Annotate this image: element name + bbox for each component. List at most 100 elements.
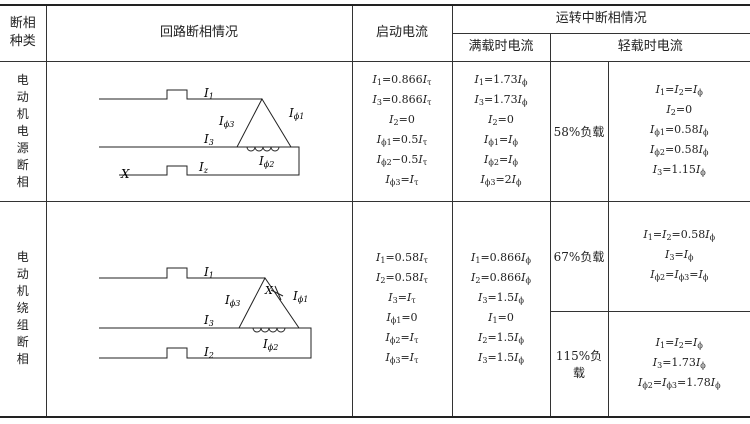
label-i3: I3 bbox=[203, 132, 214, 147]
formula-text: =0.58 bbox=[664, 123, 699, 136]
formula-text: =0.58 bbox=[385, 250, 420, 264]
label-iph1: Iϕ1 bbox=[288, 106, 304, 121]
formula-variable: I bbox=[695, 355, 701, 369]
label-i3-w: I3 bbox=[203, 313, 214, 328]
formula-subscript: 3 bbox=[478, 98, 484, 107]
formula-subscript: ϕ1 bbox=[390, 315, 402, 325]
formula-variable: I bbox=[418, 153, 423, 166]
label-i1-w: I1 bbox=[203, 265, 214, 280]
formula-variable: I bbox=[637, 375, 643, 389]
formula-variable: I bbox=[705, 228, 710, 241]
formula-variable: I bbox=[478, 290, 483, 304]
formula-subscript: 1 bbox=[380, 255, 386, 265]
formula-text: = bbox=[665, 83, 675, 96]
formula-text: =0.58 bbox=[664, 143, 699, 156]
formula-subscript: ϕ1 bbox=[654, 128, 665, 137]
circuit-diagram-supply-loss: I1 I3 Iz X Iϕ3 Iϕ1 Iϕ2 bbox=[99, 86, 304, 181]
formula-subscript: ϕ bbox=[702, 273, 709, 282]
formula-variable: I bbox=[422, 93, 428, 106]
formula-text: =1.5 bbox=[487, 330, 515, 344]
formula-text: = bbox=[498, 133, 509, 146]
formula-variable: I bbox=[508, 153, 513, 166]
formula-variable: I bbox=[511, 173, 517, 186]
formula-variable: I bbox=[488, 113, 493, 126]
type-supply-text: 电动机电源断相 bbox=[16, 72, 29, 189]
formula-subscript: ϕ bbox=[518, 355, 524, 365]
formula-variable: I bbox=[695, 163, 701, 176]
formula-line: Iϕ1=Iϕ bbox=[453, 131, 550, 151]
formula-subscript: ϕ3 bbox=[666, 380, 677, 390]
header-circuit: 回路断相情况 bbox=[45, 4, 353, 62]
formula-line: I3=1.5Iϕ bbox=[453, 289, 550, 309]
formula-subscript: ϕ3 bbox=[484, 178, 496, 187]
formula-text: = bbox=[400, 350, 410, 364]
formula-line: I3=Iϕ bbox=[609, 246, 750, 266]
formula-variable: I bbox=[650, 268, 655, 281]
formula-variable: I bbox=[655, 83, 661, 96]
formula-line: Iϕ2−0.5Iτ bbox=[353, 151, 452, 171]
circuit-diagram-cell-2: I1 I3 I2 X Iϕ3 Iϕ1 Iϕ2 bbox=[45, 200, 353, 418]
formula-text: =1.73 bbox=[483, 73, 518, 86]
formula-subscript: ϕ bbox=[522, 78, 528, 87]
formula-subscript: 3 bbox=[482, 295, 488, 305]
label-i1: I1 bbox=[203, 86, 214, 101]
formula-text: =0 bbox=[675, 103, 693, 116]
formula-variable: I bbox=[674, 268, 679, 281]
formula-variable: I bbox=[652, 163, 658, 176]
formula-line: Iϕ1=0 bbox=[353, 309, 452, 329]
formula-line: I1=1.73Iϕ bbox=[453, 71, 550, 91]
header-type-text: 断相种类 bbox=[9, 16, 36, 50]
formula-variable: I bbox=[419, 250, 424, 264]
formula-line: I1=I2=0.58Iϕ bbox=[609, 226, 750, 246]
phase-loss-table: 断相种类 回路断相情况 启动电流 运转中断相情况 满载时电流 轻载时电流 电动机… bbox=[0, 4, 750, 418]
formula-subscript: τ bbox=[427, 98, 432, 107]
formula-variable: I bbox=[698, 268, 703, 281]
formula-line: I2=1.5Iϕ bbox=[453, 329, 550, 349]
formula-subscript: ϕ bbox=[703, 148, 709, 157]
formula-line: Iϕ2=Iϕ bbox=[453, 151, 550, 171]
formula-variable: I bbox=[674, 83, 679, 96]
formula-line: I1=0 bbox=[453, 309, 550, 329]
formula-variable: I bbox=[484, 153, 489, 166]
formula-text: =0 bbox=[497, 310, 514, 324]
formula-variable: I bbox=[406, 290, 412, 304]
formula-subscript: τ bbox=[422, 138, 428, 147]
formula-subscript: 2 bbox=[670, 108, 676, 117]
formula-text: = bbox=[400, 173, 410, 186]
formula-variable: I bbox=[385, 330, 390, 344]
formula-subscript: ϕ bbox=[512, 158, 518, 167]
formula-subscript: 2 bbox=[475, 275, 481, 285]
formula-line: I1=0.866Iϕ bbox=[453, 249, 550, 269]
formula-line: I2=0 bbox=[453, 111, 550, 131]
formula-text: = bbox=[683, 335, 694, 349]
formula-variable: I bbox=[662, 375, 667, 389]
formula-text: = bbox=[665, 335, 675, 349]
formula-variable: I bbox=[376, 153, 382, 166]
formula-variable: I bbox=[478, 330, 483, 344]
formula-variable: I bbox=[418, 133, 423, 146]
formula-line: Iϕ2=Iτ bbox=[353, 329, 452, 349]
formula-line: Iϕ2=0.58Iϕ bbox=[609, 141, 750, 161]
formula-text: = bbox=[674, 248, 684, 261]
formula-subscript: τ bbox=[411, 295, 416, 305]
formula-variable: I bbox=[655, 335, 661, 349]
formula-line: Iϕ3=Iτ bbox=[353, 171, 452, 191]
label-iph3-w: Iϕ3 bbox=[224, 293, 240, 308]
formula-subscript: 3 bbox=[482, 355, 488, 365]
formula-subscript: ϕ bbox=[715, 380, 721, 390]
formula-subscript: ϕ2 bbox=[654, 148, 665, 157]
formula-line: Iϕ1=0.5Iτ bbox=[353, 131, 452, 151]
formula-subscript: ϕ2 bbox=[654, 273, 666, 282]
formula-line: I1=0.58Iτ bbox=[353, 249, 452, 269]
formula-subscript: ϕ3 bbox=[389, 355, 401, 365]
formula-variable: I bbox=[521, 250, 526, 264]
formula-variable: I bbox=[372, 73, 377, 86]
formula-variable: I bbox=[372, 93, 377, 106]
header-light-load: 轻载时电流 bbox=[549, 32, 750, 62]
formula-text: =2 bbox=[495, 173, 512, 186]
formula-text: =1.5 bbox=[487, 350, 515, 364]
formula-variable: I bbox=[376, 270, 381, 284]
